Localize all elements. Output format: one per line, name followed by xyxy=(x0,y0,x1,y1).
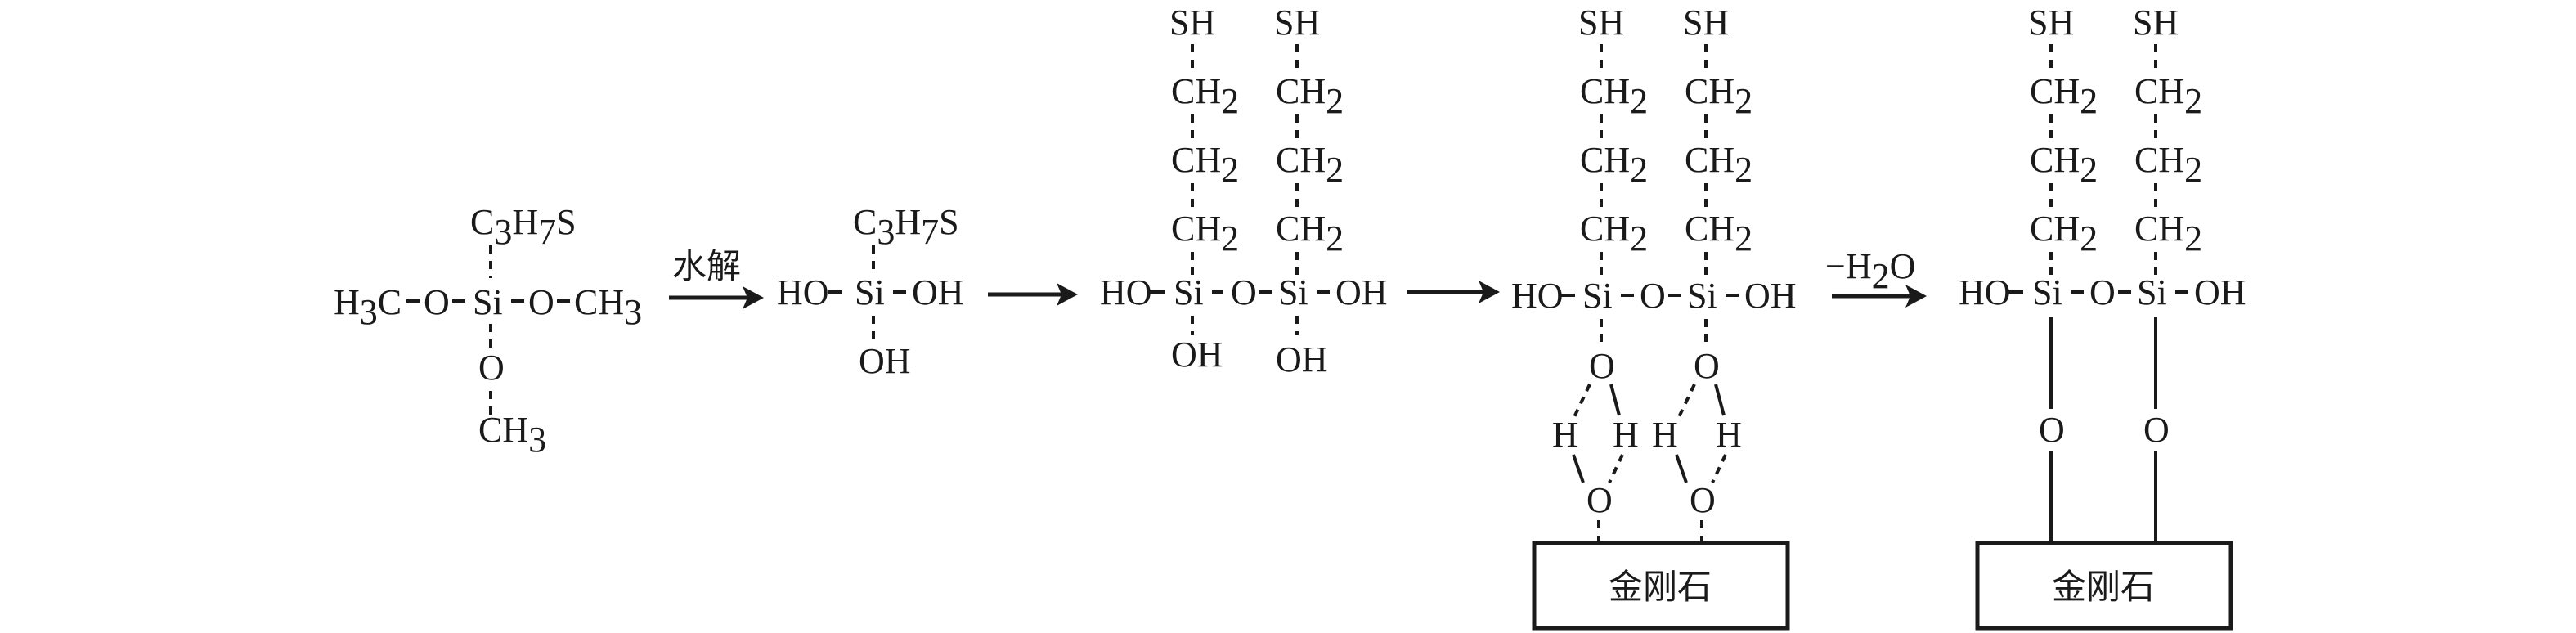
methylene: CH2 xyxy=(1171,209,1239,258)
thiol-group: SH xyxy=(2133,2,2179,43)
methylene: CH2 xyxy=(1685,209,1752,258)
oxygen-surface: O xyxy=(1690,480,1716,520)
methylene: CH2 xyxy=(2030,71,2098,121)
hydrolysis-label: 水解 xyxy=(672,246,741,286)
hydroxyl-bottom: OH xyxy=(1276,339,1328,379)
oxygen-atom: O xyxy=(478,348,505,388)
step1-methoxysilane: C3H7S H3C O Si O CH3 O CH3 xyxy=(334,202,642,460)
hydrogen-bond xyxy=(1572,384,1591,420)
hydroxyl-right: OH xyxy=(2194,272,2246,312)
arrow-head xyxy=(1905,285,1927,308)
propylthio-label: C3H7S xyxy=(853,202,959,252)
diamond-substrate-box xyxy=(1532,541,1790,631)
bond xyxy=(1714,384,1726,416)
thiol-group: SH xyxy=(1169,2,1215,43)
silicon-atom: Si xyxy=(1687,276,1717,316)
hydroxyl-right: OH xyxy=(912,272,964,312)
silicon-atom: Si xyxy=(2032,272,2062,312)
hydrogen-atom: H xyxy=(1613,415,1639,455)
arrow-hydrogen-bonding xyxy=(1407,281,1500,303)
hydrogen-bond xyxy=(1711,454,1727,483)
hydroxyl-right: OH xyxy=(1744,276,1797,316)
thiol-group: SH xyxy=(1274,2,1320,43)
bond xyxy=(1609,384,1621,416)
oxygen-surface: O xyxy=(2143,410,2170,450)
hydroxyl-right: OH xyxy=(1335,272,1388,312)
arrow-condensation xyxy=(988,283,1078,306)
hydrogen-atom: H xyxy=(1552,415,1578,455)
methylene: CH2 xyxy=(1171,140,1239,190)
hydroxyl-left: HO xyxy=(1511,276,1564,316)
oxygen-atom: O xyxy=(528,282,554,322)
hydroxyl-bottom: OH xyxy=(859,341,911,381)
arrow-head xyxy=(1057,283,1078,306)
arrow-head xyxy=(1479,281,1500,303)
silicon-atom: Si xyxy=(1278,272,1308,312)
methylene: CH2 xyxy=(1685,71,1752,121)
thiol-group: SH xyxy=(1683,2,1729,43)
methylene: CH2 xyxy=(1580,140,1648,190)
hydroxyl-bottom: OH xyxy=(1171,334,1223,375)
bond xyxy=(1572,454,1585,483)
arrow-dehydration: −H2O xyxy=(1825,246,1927,308)
silicon-atom: Si xyxy=(2137,272,2167,312)
methylene: CH2 xyxy=(1580,71,1648,121)
silicon-atom: Si xyxy=(473,282,503,322)
methyl-left: H3C xyxy=(334,282,402,332)
oxygen-surface: O xyxy=(1586,480,1613,520)
methylene: CH2 xyxy=(2134,140,2202,190)
methylene: CH2 xyxy=(2134,71,2202,121)
arrow-head xyxy=(743,286,764,309)
propylthio-label: C3H7S xyxy=(470,202,577,252)
methylene: CH2 xyxy=(2134,209,2202,258)
hydrogen-bond xyxy=(1608,454,1624,483)
thiol-group: SH xyxy=(2028,2,2074,43)
methyl-bottom: CH3 xyxy=(478,410,546,460)
methylene: CH2 xyxy=(1276,71,1344,121)
methylene: CH2 xyxy=(2030,209,2098,258)
hydrogen-atom: H xyxy=(1652,415,1678,455)
methylene: CH2 xyxy=(1171,71,1239,121)
oxygen-atom: O xyxy=(424,282,450,322)
methylene: CH2 xyxy=(2030,140,2098,190)
hydroxyl-left: HO xyxy=(1100,272,1152,312)
thiol-group: SH xyxy=(1578,2,1624,43)
oxygen-bridge: O xyxy=(2089,272,2116,312)
hydroxyl-left: HO xyxy=(1959,272,2011,312)
dehydration-label: −H2O xyxy=(1825,246,1915,296)
silicon-atom: Si xyxy=(1174,272,1204,312)
methylene: CH2 xyxy=(1276,140,1344,190)
methylene: CH2 xyxy=(1685,140,1752,190)
methylene: CH2 xyxy=(1580,209,1648,258)
hydroxyl-left: HO xyxy=(777,272,829,312)
oxygen-bridge: O xyxy=(1640,276,1666,316)
step3-siloxane-dimer: SH CH2 CH2 CH2 SH CH2 CH2 CH2 HO Si O Si… xyxy=(1100,2,1388,379)
hydrogen-bond xyxy=(1676,384,1696,420)
arrow-hydrolysis: 水解 xyxy=(669,246,764,309)
step2-silanetriol: C3H7S HO Si OH OH xyxy=(777,202,964,381)
hydrogen-atom: H xyxy=(1716,415,1742,455)
methyl-right: CH3 xyxy=(574,282,642,332)
oxygen-surface: O xyxy=(2039,410,2065,450)
diamond-substrate-box xyxy=(1975,541,2233,631)
oxygen-bridge: O xyxy=(1231,272,1257,312)
bond xyxy=(1675,454,1688,483)
step5-grafted-diamond: SH CH2 CH2 CH2 SH CH2 CH2 CH2 HO Si O Si… xyxy=(1959,2,2246,631)
silicon-atom: Si xyxy=(1582,276,1613,316)
diamond-label: 金刚石 xyxy=(1609,567,1712,607)
methylene: CH2 xyxy=(1276,209,1344,258)
silicon-atom: Si xyxy=(855,272,885,312)
oxygen-atom: O xyxy=(1694,346,1720,386)
step4-hydrogen-bonded: SH CH2 CH2 CH2 SH CH2 CH2 CH2 HO Si O Si… xyxy=(1511,2,1797,631)
diamond-label: 金刚石 xyxy=(2052,567,2155,607)
oxygen-atom: O xyxy=(1589,346,1615,386)
